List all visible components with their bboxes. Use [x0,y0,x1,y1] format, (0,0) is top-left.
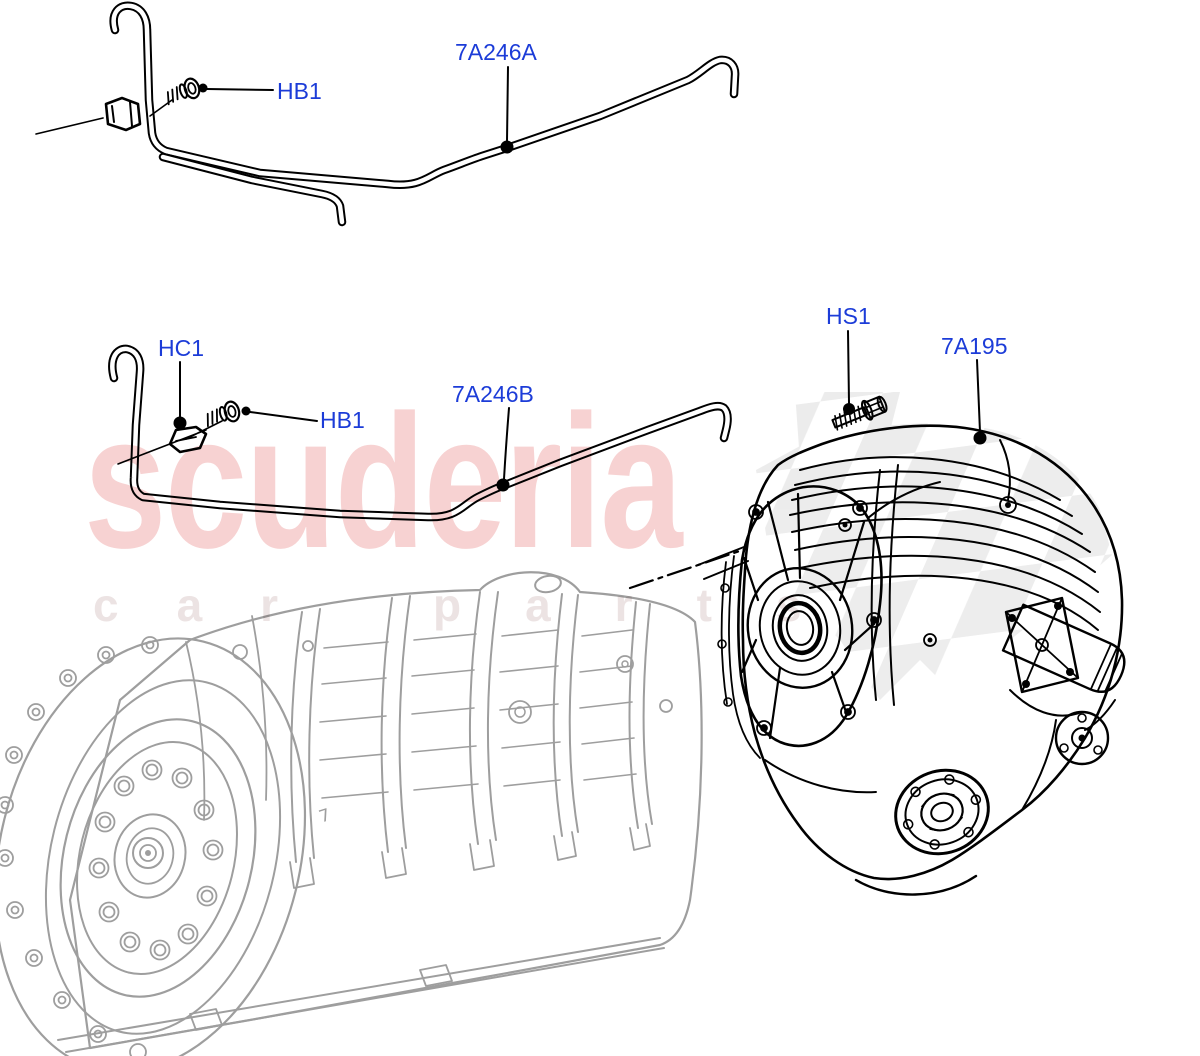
input-seal-boss [746,567,854,689]
cooling-ribs [789,456,1101,631]
callout-leaders [173,66,987,492]
flexplate-bolt-circle [88,759,224,961]
vent-tube-upper [35,1,740,227]
grommet-hb1-lower [206,400,241,428]
callout-hc1[interactable]: HC1 [158,335,205,361]
callout-7a246b[interactable]: 7A246B [452,381,534,407]
transmission-drawing: 7 [0,571,703,1056]
transfer-case-drawing [697,392,1126,896]
grommet-hb1-upper [166,77,201,106]
casting-mark: 7 [317,805,333,827]
output-flange [894,768,990,856]
bell-flange-holes [0,636,159,1056]
leader-7a246a [500,66,514,154]
vent-tube-lower [108,344,732,522]
cover-web-ribs [740,492,876,740]
shift-actuator-motor [1001,596,1126,766]
callout-hs1[interactable]: HS1 [826,303,871,329]
leader-7a246b [496,407,510,492]
leader-hc1 [173,361,187,430]
callout-7a246a[interactable]: 7A246A [455,39,537,65]
leader-hb1-lower [241,406,318,422]
tube-clip-upper [104,96,173,132]
leader-7a195 [973,359,987,445]
callout-7a195[interactable]: 7A195 [941,333,1008,359]
leader-hb1-upper [198,83,274,93]
callout-hb1-lower[interactable]: HB1 [320,407,365,433]
cover-ear-bolts [748,500,882,736]
leader-hs1 [843,330,855,415]
callout-hb1-upper[interactable]: HB1 [277,78,322,104]
clip-hc1 [168,425,208,454]
